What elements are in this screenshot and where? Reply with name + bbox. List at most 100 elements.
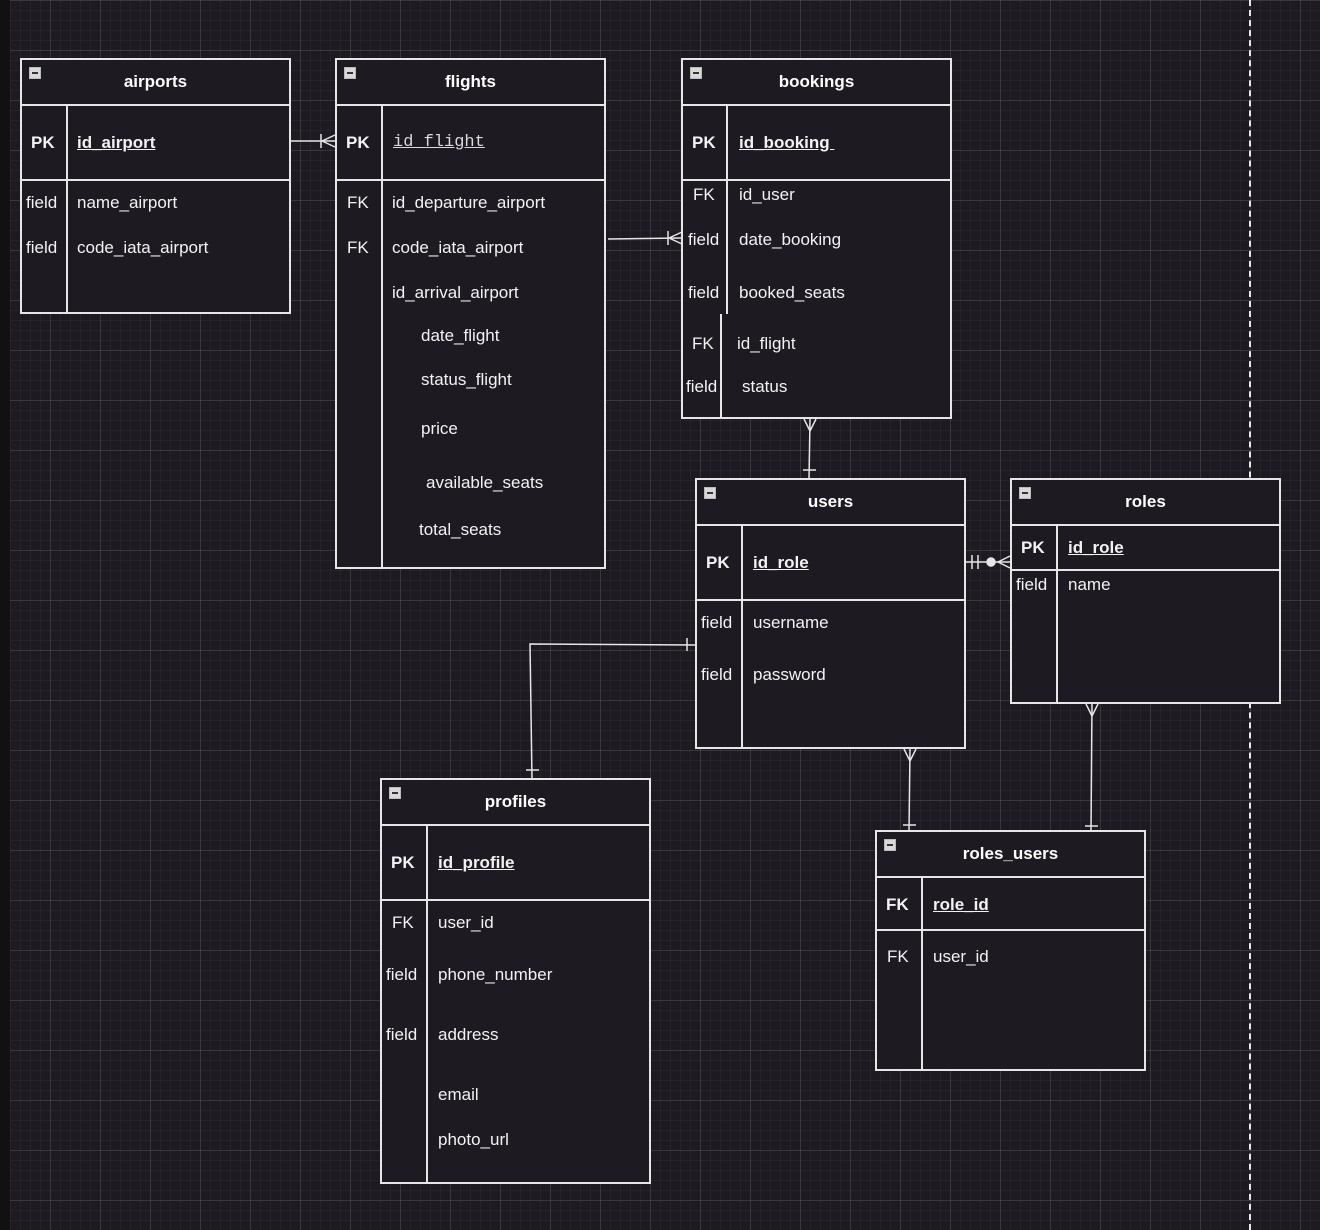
field-key: field: [26, 238, 58, 257]
field-key: FK: [692, 334, 714, 353]
table-title: roles: [1125, 492, 1166, 511]
pk-field-name[interactable]: role_id: [933, 895, 989, 914]
field-key: FK: [887, 947, 909, 966]
field-name[interactable]: status_flight: [421, 370, 512, 389]
pk-divider: [1012, 569, 1279, 571]
field-key: FK: [693, 185, 715, 204]
connector-users-rolesusers[interactable]: [903, 748, 917, 832]
column-divider: [741, 524, 743, 747]
field-name[interactable]: name_airport: [77, 193, 178, 212]
field-name[interactable]: booked_seats: [739, 283, 845, 302]
pk-field-name[interactable]: id_role: [753, 553, 809, 572]
collapse-icon[interactable]: [690, 67, 702, 79]
column-divider: [726, 104, 728, 314]
pk-key: PK: [1021, 538, 1045, 557]
field-name[interactable]: user_id: [438, 913, 494, 932]
field-key: FK: [347, 193, 369, 212]
field-key: field: [688, 283, 720, 302]
column-divider: [921, 876, 923, 1069]
field-key: field: [701, 665, 733, 684]
column-divider: [720, 314, 722, 417]
field-name[interactable]: date_booking: [739, 230, 842, 249]
table-profiles[interactable]: profiles PK id_profile FK user_id field …: [380, 778, 651, 1184]
field-name[interactable]: code_iata_airport: [77, 238, 209, 257]
field-key: FK: [347, 238, 369, 257]
collapse-icon[interactable]: [1019, 487, 1031, 499]
pk-field-name[interactable]: id_booking: [739, 133, 835, 152]
field-name[interactable]: status: [742, 377, 788, 396]
canvas-left-edge: [0, 0, 10, 1230]
table-title: users: [807, 492, 854, 511]
field-key: field: [26, 193, 58, 212]
field-name[interactable]: username: [753, 613, 829, 632]
pk-divider: [877, 929, 1144, 931]
table-flights[interactable]: flights PK id_flight FK id_departure_air…: [335, 58, 606, 569]
pk-divider: [382, 899, 649, 901]
collapse-icon[interactable]: [884, 839, 896, 851]
column-divider: [426, 824, 428, 1182]
table-header: bookings: [683, 60, 950, 106]
table-title: profiles: [484, 792, 547, 811]
pk-field-name[interactable]: id_role: [1068, 538, 1124, 557]
field-key: field: [686, 377, 718, 396]
table-title: airports: [123, 72, 188, 91]
pk-field-name[interactable]: id_airport: [77, 133, 156, 152]
field-key: FK: [392, 913, 414, 932]
collapse-icon[interactable]: [704, 487, 716, 499]
pk-field-name[interactable]: id_flight: [393, 133, 485, 152]
field-key: field: [1016, 575, 1048, 594]
field-name[interactable]: id_user: [739, 185, 795, 204]
field-name[interactable]: phone_number: [438, 965, 553, 984]
connector-airports-flights[interactable]: [291, 134, 336, 148]
table-header: users: [697, 480, 964, 526]
table-users[interactable]: users PK id_role field username field pa…: [695, 478, 966, 749]
table-airports[interactable]: airports PK id_airport field name_airpor…: [20, 58, 291, 314]
field-name[interactable]: id_arrival_airport: [392, 283, 519, 302]
field-name[interactable]: total_seats: [419, 520, 502, 539]
pk-key: PK: [706, 553, 730, 572]
column-divider: [381, 104, 383, 567]
pk-key: PK: [692, 133, 716, 152]
pk-divider: [22, 179, 289, 181]
field-name[interactable]: address: [438, 1025, 499, 1044]
field-key: field: [386, 1025, 418, 1044]
connector-users-roles[interactable]: [966, 555, 1011, 569]
field-name[interactable]: photo_url: [438, 1130, 509, 1149]
table-header: roles_users: [877, 832, 1144, 878]
field-name[interactable]: date_flight: [421, 326, 500, 345]
collapse-icon[interactable]: [389, 787, 401, 799]
field-name[interactable]: code_iata_airport: [392, 238, 524, 257]
table-title: flights: [445, 72, 496, 91]
field-name[interactable]: email: [438, 1085, 479, 1104]
connector-flights-bookings[interactable]: [607, 231, 683, 245]
pk-divider: [683, 179, 950, 181]
pk-divider: [697, 599, 964, 601]
table-roles-users[interactable]: roles_users FK role_id FK user_id: [875, 830, 1146, 1071]
table-title: roles_users: [962, 844, 1059, 863]
connector-roles-rolesusers[interactable]: [1085, 703, 1099, 832]
table-bookings[interactable]: bookings PK id_booking FK id_user field …: [681, 58, 952, 419]
table-header: roles: [1012, 480, 1279, 526]
table-roles[interactable]: roles PK id_role field name: [1010, 478, 1281, 704]
field-name[interactable]: price: [421, 419, 458, 438]
field-name[interactable]: id_departure_airport: [392, 193, 546, 212]
field-name[interactable]: available_seats: [426, 473, 544, 492]
field-name[interactable]: user_id: [933, 947, 989, 966]
connector-bookings-users[interactable]: [803, 418, 817, 480]
pk-key: PK: [346, 133, 370, 152]
pk-key: FK: [886, 895, 909, 914]
collapse-icon[interactable]: [344, 67, 356, 79]
field-key: field: [688, 230, 720, 249]
field-name[interactable]: id_flight: [737, 334, 796, 353]
table-header: flights: [337, 60, 604, 106]
collapse-icon[interactable]: [29, 67, 41, 79]
table-header: profiles: [382, 780, 649, 826]
connector-users-profiles[interactable]: [526, 638, 696, 780]
pk-field-name[interactable]: id_profile: [438, 853, 515, 872]
field-name[interactable]: password: [753, 665, 826, 684]
field-name[interactable]: name: [1068, 575, 1111, 594]
column-divider: [1056, 524, 1058, 702]
table-header: airports: [22, 60, 289, 106]
pk-divider: [337, 179, 604, 181]
